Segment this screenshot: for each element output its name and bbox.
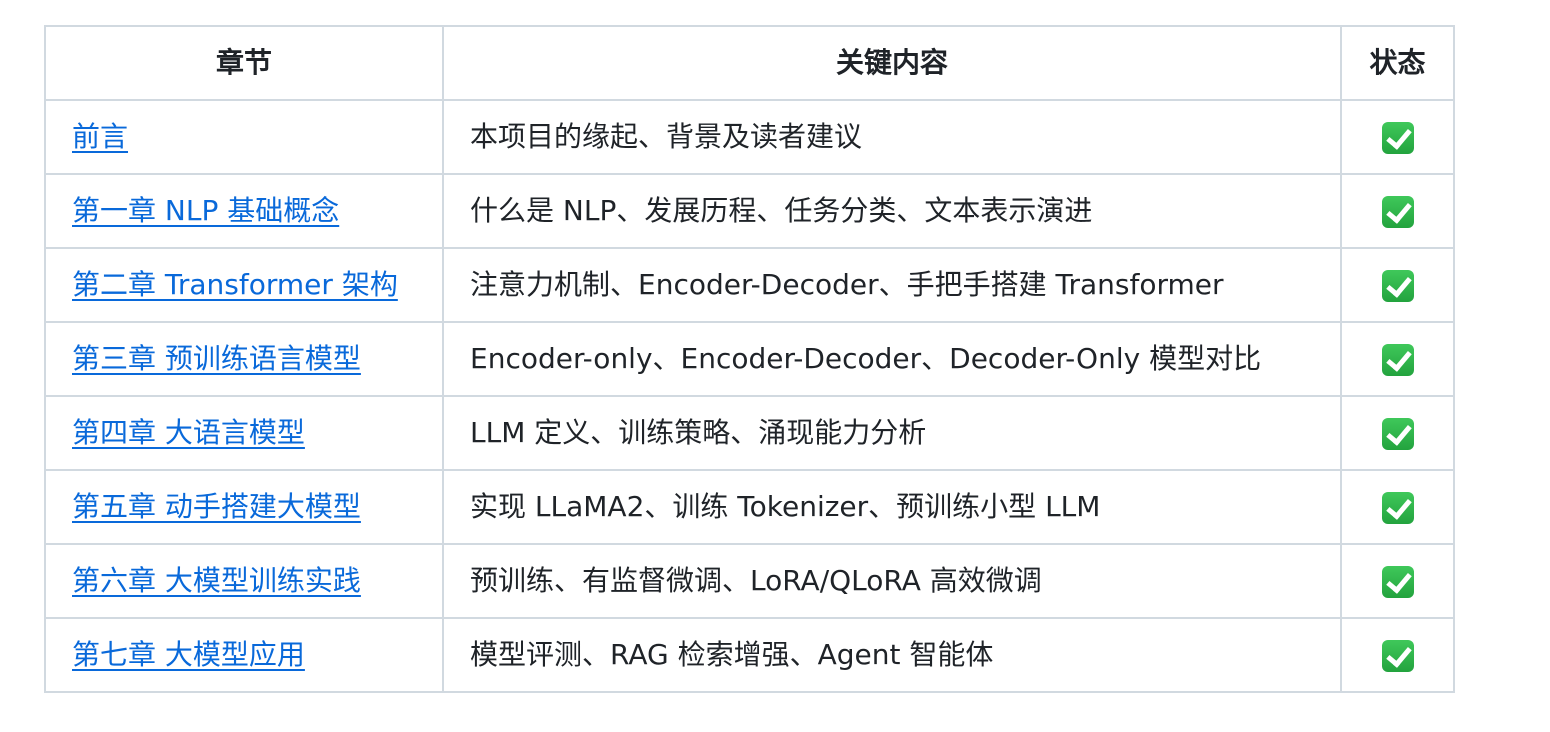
status-cell	[1340, 617, 1455, 693]
check-icon	[1381, 640, 1414, 672]
chapter-cell: 第六章 大模型训练实践	[44, 543, 444, 619]
chapter-link-6[interactable]: 第六章 大模型训练实践	[72, 564, 361, 597]
header-chapter: 章节	[44, 25, 444, 101]
content-cell: 模型评测、RAG 检索增强、Agent 智能体	[442, 617, 1342, 693]
chapter-table-container: 章节 关键内容 状态 前言 本项目的缘起、背景及读者建议 第一章 NLP 基础概…	[44, 25, 1455, 693]
content-cell: 实现 LLaMA2、训练 Tokenizer、预训练小型 LLM	[442, 469, 1342, 545]
status-cell	[1340, 173, 1455, 249]
check-icon	[1381, 566, 1414, 598]
content-cell: LLM 定义、训练策略、涌现能力分析	[442, 395, 1342, 471]
status-cell	[1340, 99, 1455, 175]
table-row: 第二章 Transformer 架构 注意力机制、Encoder-Decoder…	[44, 247, 1455, 323]
content-cell: Encoder-only、Encoder-Decoder、Decoder-Onl…	[442, 321, 1342, 397]
chapter-cell: 第四章 大语言模型	[44, 395, 444, 471]
chapter-cell: 第一章 NLP 基础概念	[44, 173, 444, 249]
check-icon	[1381, 122, 1414, 154]
table-row: 第四章 大语言模型 LLM 定义、训练策略、涌现能力分析	[44, 395, 1455, 471]
table-row: 第一章 NLP 基础概念 什么是 NLP、发展历程、任务分类、文本表示演进	[44, 173, 1455, 249]
chapter-cell: 第七章 大模型应用	[44, 617, 444, 693]
chapter-cell: 第二章 Transformer 架构	[44, 247, 444, 323]
content-cell: 什么是 NLP、发展历程、任务分类、文本表示演进	[442, 173, 1342, 249]
check-icon	[1381, 270, 1414, 302]
chapter-table: 章节 关键内容 状态 前言 本项目的缘起、背景及读者建议 第一章 NLP 基础概…	[44, 25, 1455, 693]
table-header: 章节 关键内容 状态	[44, 25, 1455, 101]
header-row: 章节 关键内容 状态	[44, 25, 1455, 101]
header-status: 状态	[1340, 25, 1455, 101]
chapter-link-preface[interactable]: 前言	[72, 120, 129, 153]
check-icon	[1381, 196, 1414, 228]
status-cell	[1340, 543, 1455, 619]
check-icon	[1381, 492, 1414, 524]
table-row: 第六章 大模型训练实践 预训练、有监督微调、LoRA/QLoRA 高效微调	[44, 543, 1455, 619]
chapter-link-1[interactable]: 第一章 NLP 基础概念	[72, 194, 340, 227]
table-body: 前言 本项目的缘起、背景及读者建议 第一章 NLP 基础概念 什么是 NLP、发…	[44, 99, 1455, 693]
status-cell	[1340, 321, 1455, 397]
status-cell	[1340, 469, 1455, 545]
chapter-link-5[interactable]: 第五章 动手搭建大模型	[72, 490, 361, 523]
chapter-cell: 第三章 预训练语言模型	[44, 321, 444, 397]
content-cell: 预训练、有监督微调、LoRA/QLoRA 高效微调	[442, 543, 1342, 619]
table-row: 前言 本项目的缘起、背景及读者建议	[44, 99, 1455, 175]
chapter-link-3[interactable]: 第三章 预训练语言模型	[72, 342, 361, 375]
check-icon	[1381, 344, 1414, 376]
content-cell: 注意力机制、Encoder-Decoder、手把手搭建 Transformer	[442, 247, 1342, 323]
chapter-link-4[interactable]: 第四章 大语言模型	[72, 416, 305, 449]
chapter-link-7[interactable]: 第七章 大模型应用	[72, 638, 305, 671]
chapter-cell: 前言	[44, 99, 444, 175]
status-cell	[1340, 395, 1455, 471]
content-cell: 本项目的缘起、背景及读者建议	[442, 99, 1342, 175]
chapter-cell: 第五章 动手搭建大模型	[44, 469, 444, 545]
table-row: 第三章 预训练语言模型 Encoder-only、Encoder-Decoder…	[44, 321, 1455, 397]
table-row: 第七章 大模型应用 模型评测、RAG 检索增强、Agent 智能体	[44, 617, 1455, 693]
header-content: 关键内容	[442, 25, 1342, 101]
status-cell	[1340, 247, 1455, 323]
table-row: 第五章 动手搭建大模型 实现 LLaMA2、训练 Tokenizer、预训练小型…	[44, 469, 1455, 545]
check-icon	[1381, 418, 1414, 450]
chapter-link-2[interactable]: 第二章 Transformer 架构	[72, 268, 398, 301]
